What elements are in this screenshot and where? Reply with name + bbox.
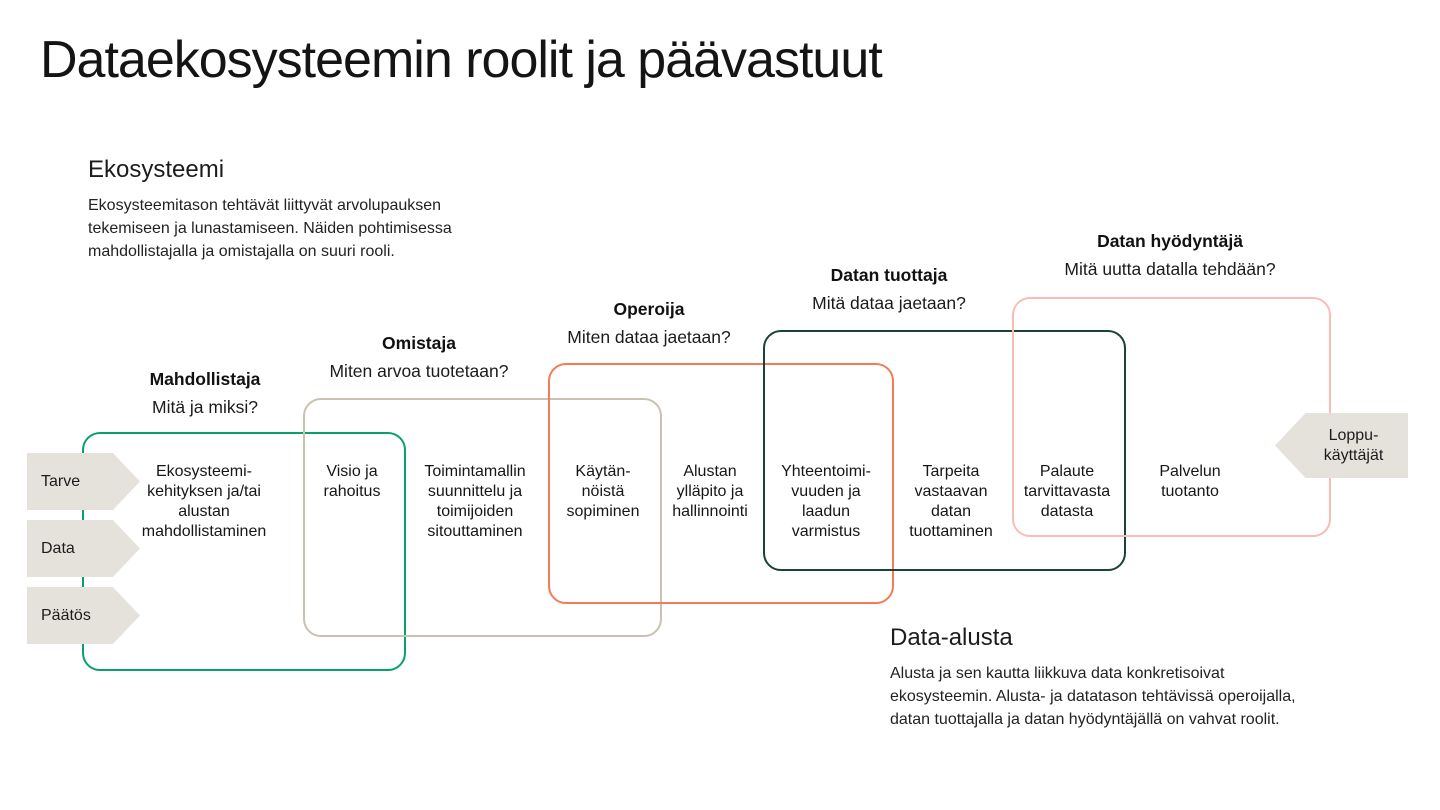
ekosysteemi-section: Ekosysteemi Ekosysteemitason tehtävät li… [88, 156, 508, 263]
task-yhteentoimivuuden-varmistus: Yhteentoimi- vuuden ja laadun varmistus [781, 463, 871, 540]
role-name: Datan hyödyntäjä [1097, 231, 1243, 251]
input-arrow-tarve: Tarve [27, 453, 140, 510]
role-question: Miten arvoa tuotetaan? [329, 361, 509, 381]
role-question: Mitä dataa jaetaan? [812, 293, 966, 313]
end-users-arrow: Loppu- käyttäjät [1275, 413, 1408, 478]
role-name: Operoija [613, 299, 685, 319]
task-ekosysteemikehityksen-mahdollistaminen: Ekosysteemi- kehityksen ja/tai alustan m… [141, 463, 267, 540]
role-region-datan-tuottaja [763, 330, 1126, 571]
data-alusta-heading: Data-alusta [890, 624, 1013, 651]
ekosysteemi-description: Ekosysteemitason tehtävät liittyvät arvo… [88, 197, 452, 260]
role-question: Mitä ja miksi? [152, 397, 258, 417]
role-label-omistaja: Omistaja Miten arvoa tuotetaan? [259, 332, 579, 382]
role-label-datan-hyodyntaja: Datan hyödyntäjä Mitä uutta datalla tehd… [1010, 230, 1330, 280]
task-alustan-yllapito: Alustan ylläpito ja hallinnointi [672, 463, 748, 520]
role-name: Mahdollistaja [149, 369, 261, 389]
role-label-datan-tuottaja: Datan tuottaja Mitä dataa jaetaan? [729, 264, 1049, 314]
input-arrow-data: Data [27, 520, 140, 577]
role-region-omistaja [303, 398, 662, 637]
role-question: Miten dataa jaetaan? [567, 327, 731, 347]
role-name: Datan tuottaja [830, 265, 948, 285]
input-arrow-label: Data [41, 539, 75, 557]
role-question: Mitä uutta datalla tehdään? [1064, 259, 1276, 279]
ekosysteemi-heading: Ekosysteemi [88, 156, 225, 183]
role-label-operoija: Operoija Miten dataa jaetaan? [489, 298, 809, 348]
task-visio-ja-rahoitus: Visio ja rahoitus [323, 463, 381, 500]
task-palaute-tarvittavasta-datasta: Palaute tarvittavasta datasta [1023, 463, 1111, 520]
input-arrow-paatos: Päätös [27, 587, 140, 644]
end-users-label: Loppu- käyttäjät [1323, 426, 1384, 464]
input-arrow-label: Tarve [41, 472, 81, 490]
role-label-mahdollistaja: Mahdollistaja Mitä ja miksi? [45, 368, 365, 418]
task-toimintamallin-suunnittelu: Toimintamallin suunnittelu ja toimijoide… [424, 463, 526, 540]
task-tarpeita-vastaavan-datan-tuottaminen: Tarpeita vastaavan datan tuottaminen [909, 463, 993, 540]
data-alusta-description: Alusta ja sen kautta liikkuva data konkr… [890, 665, 1296, 728]
input-arrow-label: Päätös [41, 606, 91, 624]
page-title: Dataekosysteemin roolit ja päävastuut [40, 31, 883, 89]
data-alusta-section: Data-alusta Alusta ja sen kautta liikkuv… [890, 624, 1360, 731]
task-palvelun-tuotanto: Palvelun tuotanto [1159, 463, 1221, 500]
role-name: Omistaja [382, 333, 456, 353]
task-kaytannoista-sopiminen: Käytän- nöistä sopiminen [566, 463, 640, 520]
role-region-operoija [548, 363, 894, 604]
